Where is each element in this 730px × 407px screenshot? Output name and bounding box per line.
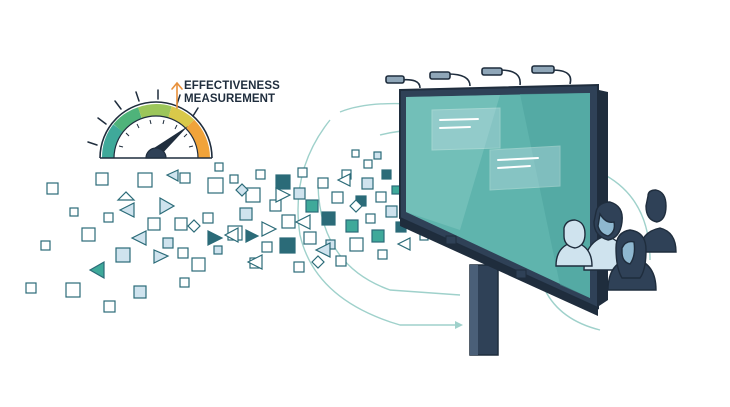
up-arrow-icon bbox=[171, 81, 183, 109]
effectiveness-measurement-label: EFFECTIVENESS MEASUREMENT bbox=[184, 80, 280, 106]
speedometer-gauge-icon bbox=[87, 89, 213, 159]
label-line-2: MEASUREMENT bbox=[184, 93, 276, 105]
arrowhead-lower bbox=[455, 321, 463, 329]
label-line-1: EFFECTIVENESS bbox=[184, 80, 280, 92]
audience-people-icon bbox=[555, 189, 677, 291]
data-triangles bbox=[88, 169, 411, 280]
lower-flow-curve bbox=[297, 119, 455, 326]
middle-flow-curve bbox=[317, 184, 461, 296]
digital-billboard bbox=[385, 65, 608, 356]
billboard-lamps bbox=[385, 65, 572, 89]
